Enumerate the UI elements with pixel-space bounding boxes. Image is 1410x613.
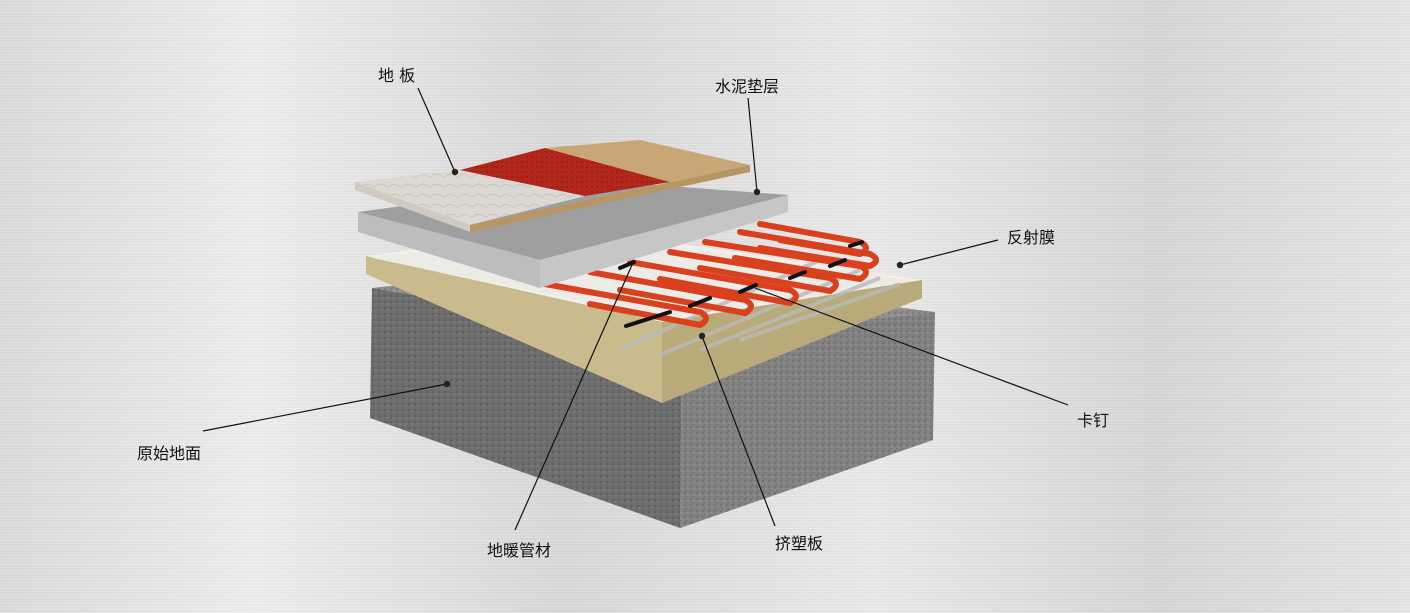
floor-layer — [355, 140, 750, 232]
heating-pipes — [542, 221, 879, 329]
label-cement-layer: 水泥垫层 — [715, 77, 780, 96]
leader-film — [899, 239, 999, 266]
label-floor: 地 板 — [378, 66, 416, 85]
leader-ground — [202, 383, 448, 432]
label-clip-nail: 卡钉 — [1077, 411, 1110, 430]
label-reflective-film: 反射膜 — [1007, 228, 1056, 247]
label-extruded-board: 挤塑板 — [775, 534, 824, 553]
label-original-ground: 原始地面 — [137, 444, 202, 463]
leader-cement — [747, 97, 758, 193]
clip-nails — [618, 240, 864, 328]
leader-pipe — [514, 264, 633, 531]
label-heating-pipe: 地暖管材 — [487, 541, 552, 560]
leader-lines — [202, 87, 1069, 531]
leader-dots — [443, 168, 904, 388]
leader-clip — [754, 287, 1069, 406]
leader-floor — [417, 87, 456, 173]
leader-board — [701, 335, 776, 527]
